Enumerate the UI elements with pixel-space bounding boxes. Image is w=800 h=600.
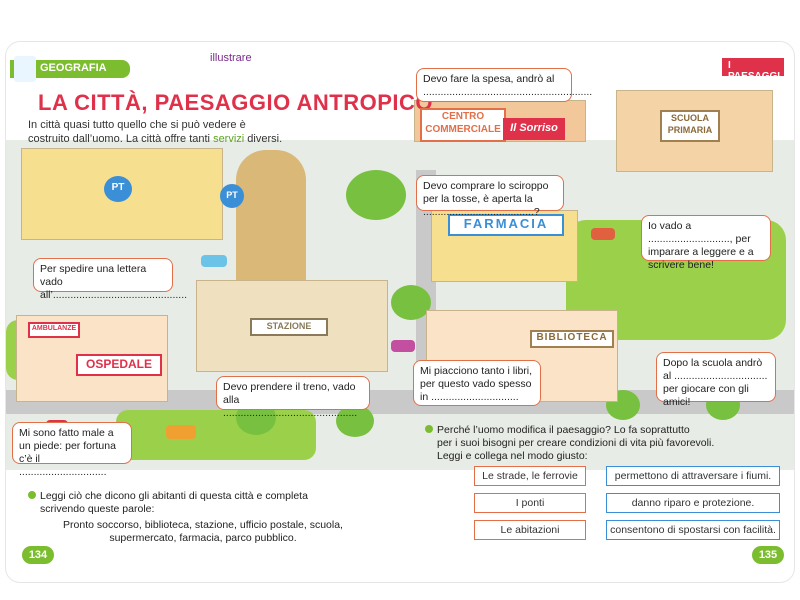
left-exercise-line1: Leggi ciò che dicono gli abitanti di que… bbox=[28, 490, 378, 503]
school-sign-line1: SCUOLA bbox=[671, 113, 709, 123]
bus bbox=[166, 425, 196, 439]
school-sign: SCUOLA PRIMARIA bbox=[660, 110, 720, 142]
callout-hospital: Mi sono fatto male a un piede: per fortu… bbox=[12, 422, 132, 478]
grass bbox=[116, 410, 316, 460]
chapter-tab: I PAESAGGI bbox=[722, 58, 784, 82]
match-left-1[interactable]: Le strade, le ferrovie bbox=[474, 466, 586, 486]
page-title: LA CITTÀ, PAESAGGIO ANTROPICO bbox=[38, 90, 434, 115]
word-list-line2: supermercato, farmacia, parco pubblico. bbox=[109, 532, 297, 544]
railway bbox=[236, 150, 306, 300]
tree bbox=[391, 285, 431, 320]
callout-pharmacy: Devo comprare lo sciroppo per la tosse, … bbox=[416, 175, 564, 218]
callout-library: Mi piacciono tanto i libri, per questo v… bbox=[413, 360, 541, 406]
intro-part1: In città quasi tutto quello che si può v… bbox=[28, 119, 246, 145]
post-office-sign-small: PT bbox=[220, 184, 244, 208]
callout-supermarket: Devo fare la spesa, andrò al ...........… bbox=[416, 68, 592, 102]
bullet-icon bbox=[425, 425, 433, 433]
intro-part2: diversi. bbox=[244, 133, 283, 145]
mall-sign-line2: COMMERCIALE bbox=[425, 124, 501, 135]
section-heading: illustrare bbox=[210, 52, 252, 64]
match-right-1[interactable]: permettono di attraversare i fiumi. bbox=[606, 466, 780, 486]
school-sign-line2: PRIMARIA bbox=[667, 125, 713, 135]
subject-tab-label: GEOGRAFIA bbox=[40, 62, 107, 74]
left-exercise: Leggi ciò che dicono gli abitanti di que… bbox=[28, 490, 378, 545]
intro-highlight: servizi bbox=[213, 133, 245, 145]
mall-sign-line1: CENTRO bbox=[441, 111, 485, 122]
match-right-3[interactable]: consentono di spostarsi con facilità. bbox=[606, 520, 780, 540]
library-sign: BIBLIOTECA bbox=[530, 330, 614, 348]
left-exercise-text2: scrivendo queste parole: bbox=[40, 503, 155, 515]
page-number-right: 135 bbox=[752, 546, 784, 564]
ambulance-sign: AMBULANZE bbox=[28, 322, 80, 338]
subject-tab: GEOGRAFIA bbox=[10, 56, 130, 82]
match-left-2[interactable]: I ponti bbox=[474, 493, 586, 513]
callout-park: Dopo la scuola andrò al ................… bbox=[656, 352, 776, 408]
tree bbox=[346, 170, 406, 220]
mall-sign: CENTRO COMMERCIALE bbox=[420, 108, 506, 142]
station-sign: STAZIONE bbox=[250, 318, 328, 336]
bullet-icon bbox=[28, 491, 36, 499]
question-line1-row: Perché l’uomo modifica il paesaggio? Lo … bbox=[425, 424, 785, 437]
match-right-2[interactable]: danno riparo e protezione. bbox=[606, 493, 780, 513]
left-exercise-text1: Leggi ciò che dicono gli abitanti di que… bbox=[40, 490, 308, 502]
question-line3: Leggi e collega nel modo giusto: bbox=[437, 450, 588, 462]
callout-station: Devo prendere il treno, vado alla ......… bbox=[216, 376, 370, 419]
pharmacy-sign: FARMACIA bbox=[448, 214, 564, 236]
snowman-icon bbox=[14, 56, 36, 82]
car bbox=[391, 340, 415, 352]
page-number-left: 134 bbox=[22, 546, 54, 564]
question-line1: Perché l’uomo modifica il paesaggio? Lo … bbox=[437, 424, 690, 436]
chapter-tab-label: I PAESAGGI bbox=[728, 60, 781, 82]
mall-name-sign: Il Sorriso bbox=[503, 118, 565, 140]
right-exercise: Perché l’uomo modifica il paesaggio? Lo … bbox=[425, 424, 785, 463]
car bbox=[591, 228, 615, 240]
car bbox=[201, 255, 227, 267]
post-office-sign: PT bbox=[104, 176, 132, 202]
intro-text: In città quasi tutto quello che si può v… bbox=[28, 118, 288, 146]
question-line2: per i suoi bisogni per creare condizioni… bbox=[437, 437, 715, 449]
word-list-line1: Pronto soccorso, biblioteca, stazione, u… bbox=[63, 519, 343, 531]
callout-post-office: Per spedire una lettera vado all’.......… bbox=[33, 258, 187, 301]
callout-school: Io vado a ............................, … bbox=[641, 215, 771, 271]
match-left-3[interactable]: Le abitazioni bbox=[474, 520, 586, 540]
hospital-sign: OSPEDALE bbox=[76, 354, 162, 376]
tree bbox=[336, 405, 374, 437]
